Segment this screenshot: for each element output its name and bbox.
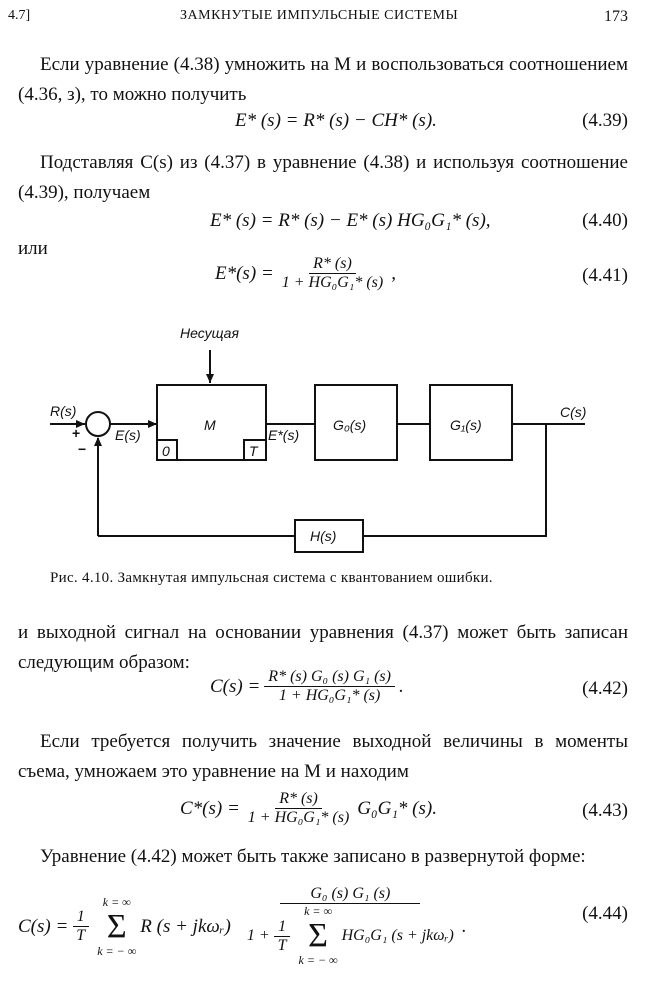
error-label: E(s) <box>115 427 141 443</box>
modulator-label: M <box>204 417 216 433</box>
zero-label: 0 <box>162 443 170 459</box>
fraction: R* (s) G₀ (s) G₁ (s)1 + HG₀G₁* (s) <box>264 668 395 705</box>
numerator: 1 <box>274 918 291 937</box>
eq-lhs: C*(s) = <box>180 797 240 819</box>
denominator: 1 + HG₀G₁* (s) <box>247 809 350 826</box>
paragraph: Если уравнение (4.38) умножить на M и во… <box>18 54 628 105</box>
paragraph: и выходной сигнал на основании уравнения… <box>18 622 628 673</box>
fraction: R* (s)1 + HG₀G₁* (s) <box>278 255 387 292</box>
paragraph: Если требуется получить значение выходно… <box>18 731 628 782</box>
equation-4-40: E* (s) = R* (s) − E* (s) HG₀G₁* (s), <box>210 210 491 231</box>
page-number: 173 <box>604 8 628 25</box>
sum-upper: k = ∞ <box>102 894 131 909</box>
equation-number: (4.40) <box>582 210 628 231</box>
sampled-error-label: E*(s) <box>268 427 299 443</box>
input-label: R(s) <box>50 403 76 419</box>
eq-tail: G₀G₁* (s). <box>357 797 437 819</box>
feedback-label: H(s) <box>310 528 336 544</box>
period-label: T <box>249 443 259 459</box>
numerator: G₀ (s) G₁ (s) <box>280 885 421 904</box>
equation-number: (4.39) <box>582 110 628 131</box>
equation-4-39: E* (s) = R* (s) − CH* (s). <box>235 110 437 131</box>
eq-lhs: C(s) = <box>18 915 69 937</box>
eq-tail: , <box>391 262 396 284</box>
numerator: R* (s) G₀ (s) G₁ (s) <box>264 668 395 687</box>
denominator: T <box>277 936 287 954</box>
sum-term: R (s + jkωᵣ) <box>140 915 231 937</box>
equation-number: (4.41) <box>582 265 628 286</box>
figure-caption: Рис. 4.10. Замкнутая импульсная система … <box>50 570 493 586</box>
carrier-label: Несущая <box>180 325 239 341</box>
equation-4-42: C(s) = R* (s) G₀ (s) G₁ (s)1 + HG₀G₁* (s… <box>210 668 404 705</box>
equation-4-43: C*(s) = R* (s)1 + HG₀G₁* (s) G₀G₁* (s). <box>180 790 437 827</box>
arrow-head <box>148 420 157 428</box>
plus-sign: + <box>72 425 80 441</box>
sum-lower: k = − ∞ <box>97 943 137 958</box>
sum-upper: k = ∞ <box>304 904 333 918</box>
block-diagram: Несущая R(s) + − E(s) M 0 T E*(s) G₀(s) … <box>50 325 586 553</box>
equation-number: (4.44) <box>582 903 628 924</box>
section-number: 4.7] <box>8 8 31 23</box>
output-label: C(s) <box>560 404 586 420</box>
denominator: T <box>76 927 86 944</box>
equation-number: (4.43) <box>582 800 628 821</box>
eq-lhs: E*(s) = <box>215 262 274 284</box>
den-one: 1 + <box>246 927 270 944</box>
equation-4-41: E*(s) = R* (s)1 + HG₀G₁* (s) , <box>215 255 396 292</box>
numerator: 1 <box>72 908 89 927</box>
arrow-head <box>206 374 214 383</box>
denominator: 1 + HG₀G₁* (s) <box>281 274 384 291</box>
arrow-head <box>76 420 85 428</box>
denominator: 1 + HG₀G₁* (s) <box>278 687 381 704</box>
sum-lower: k = − ∞ <box>298 953 338 967</box>
fraction: R* (s)1 + HG₀G₁* (s) <box>244 790 353 827</box>
word-or: или <box>18 238 48 259</box>
numerator: R* (s) <box>275 790 322 809</box>
eq-lhs: C(s) = <box>210 675 261 697</box>
numerator: R* (s) <box>309 255 356 274</box>
equation-number: (4.42) <box>582 678 628 699</box>
minus-sign: − <box>78 441 86 457</box>
arrow-head <box>94 437 102 446</box>
paragraph: Уравнение (4.42) может быть также записа… <box>40 846 586 867</box>
running-title: ЗАМКНУТЫЕ ИМПУЛЬСНЫЕ СИСТЕМЫ <box>180 8 459 23</box>
g0-label: G₀(s) <box>333 417 366 433</box>
eq-tail: . <box>461 915 467 937</box>
g1-label: G₁(s) <box>450 417 482 433</box>
paragraph: Подставляя C(s) из (4.37) в уравнение (4… <box>18 152 628 203</box>
den-term: HG₀G₁ (s + jkωᵣ) <box>341 927 454 944</box>
eq-tail: . <box>398 675 404 697</box>
